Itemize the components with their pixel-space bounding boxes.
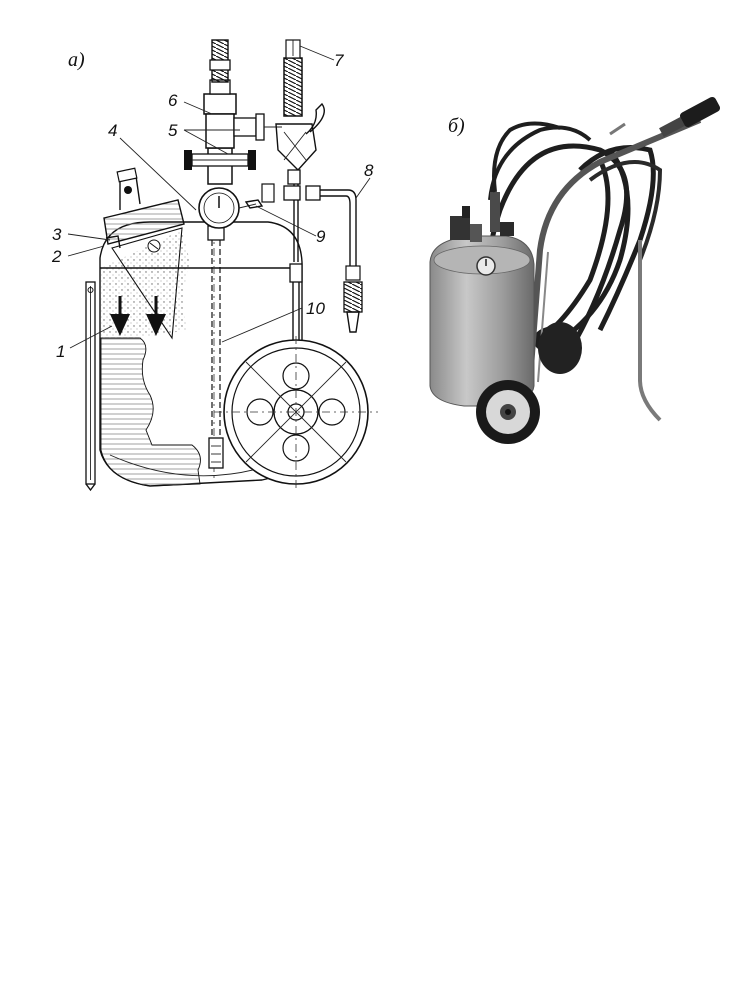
pressure-gauge	[198, 187, 264, 241]
panel-b-photo: б)	[429, 96, 721, 444]
wheel	[214, 336, 378, 488]
front-wheel-photo	[476, 380, 540, 444]
callout-10: 10	[306, 299, 325, 318]
rear-wheel-photo	[538, 322, 582, 374]
callout-1: 1	[56, 342, 65, 361]
air-zone	[101, 230, 190, 338]
funnel-strainer	[111, 227, 183, 340]
callout-4: 4	[108, 121, 117, 140]
callout-leaders	[67, 45, 371, 349]
trolley-frame	[527, 117, 702, 422]
outlet-pipe	[261, 183, 363, 333]
filler-cap	[103, 167, 185, 249]
callout-3: 3	[52, 225, 62, 244]
callout-9: 9	[316, 227, 326, 246]
callout-6: 6	[168, 91, 178, 110]
flow-arrow-icon	[110, 296, 130, 336]
panel-a-drawing: 1 2 3 4 5 6 7 8 9 10 а)	[51, 39, 378, 492]
panel-b-label: б)	[448, 115, 465, 137]
flow-arrow-icon	[146, 296, 166, 336]
tank-body	[99, 140, 303, 487]
callout-7: 7	[334, 51, 344, 70]
dispensing-gun-photo	[659, 96, 721, 138]
air-hose-top	[209, 39, 231, 83]
callout-2: 2	[51, 247, 62, 266]
siphon-tube	[208, 240, 224, 469]
liquid-hatched-area	[100, 337, 201, 487]
valve-block	[184, 79, 282, 185]
tank-fittings-photo	[450, 121, 561, 242]
dispensing-hose	[283, 39, 303, 117]
panel-a-label: а)	[68, 49, 85, 71]
support-leg	[85, 281, 96, 492]
callout-5: 5	[168, 121, 178, 140]
callout-8: 8	[364, 161, 374, 180]
tank-photo	[429, 235, 535, 407]
